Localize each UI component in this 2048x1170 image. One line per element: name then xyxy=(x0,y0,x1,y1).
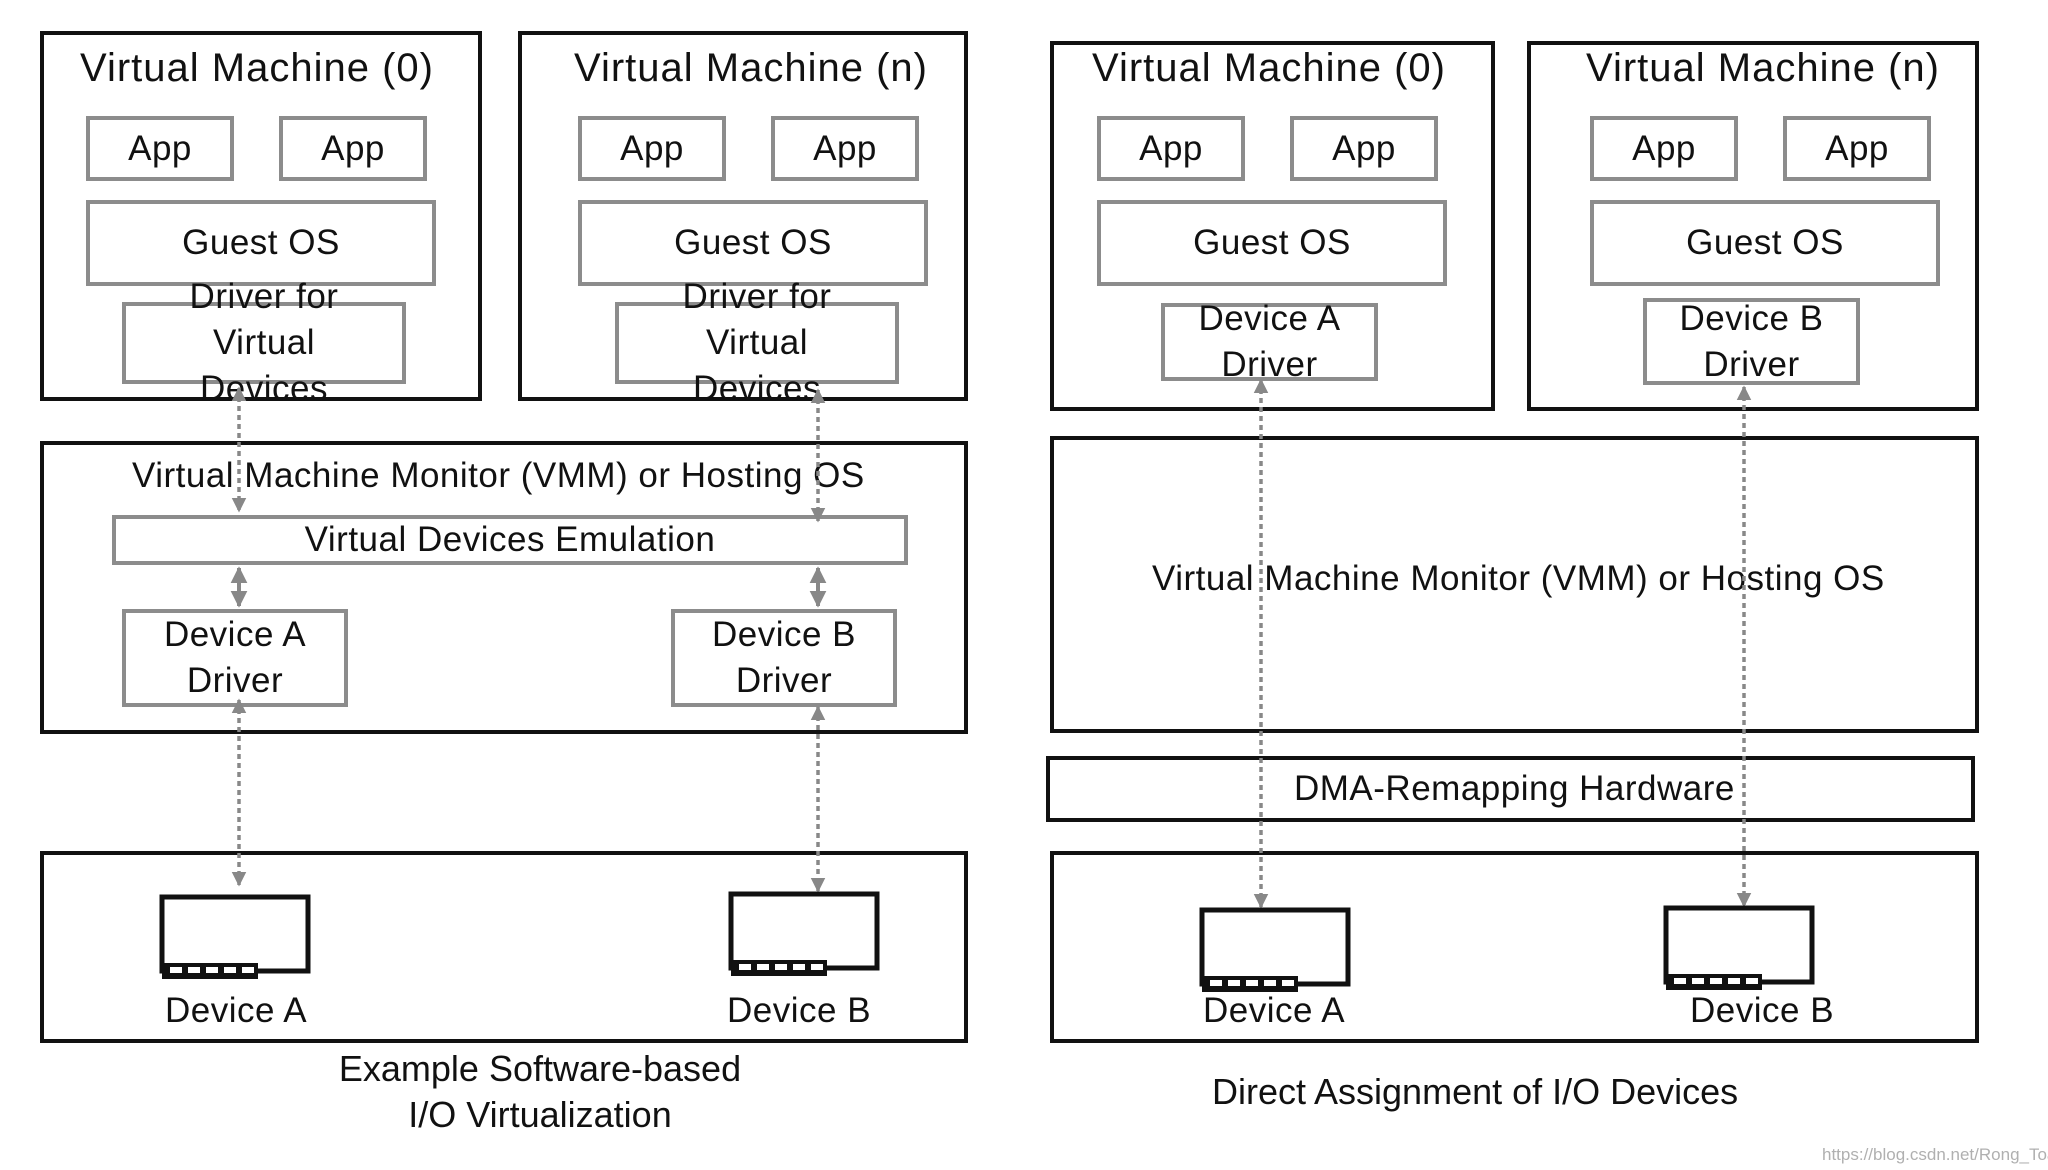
right-device-a-label: Device A xyxy=(1203,991,1346,1030)
left-emulation-box: Virtual Devices Emulation xyxy=(112,515,908,565)
left-device-b-driver: Device B Driver xyxy=(671,609,897,707)
right-vmn-app1: App xyxy=(1590,116,1738,181)
right-dma-label: DMA-Remapping Hardware xyxy=(1294,769,1735,808)
right-vmm-box xyxy=(1050,436,1979,733)
left-vm0-driver: Driver for Virtual Devices xyxy=(122,277,406,408)
left-vm0-app2: App xyxy=(279,116,427,181)
left-vmn-title: Virtual Machine (n) xyxy=(574,46,928,90)
left-vmn-app2: App xyxy=(771,116,919,181)
right-vmn-title: Virtual Machine (n) xyxy=(1586,46,1940,90)
left-vmm-title: Virtual Machine Monitor (VMM) or Hosting… xyxy=(132,456,865,495)
left-device-a-driver: Device A Driver xyxy=(122,609,348,707)
right-device-a-icon xyxy=(1202,910,1348,992)
right-vmn-guest-os: Guest OS xyxy=(1590,200,1940,286)
left-vmn-guest-os: Guest OS xyxy=(578,200,928,286)
right-caption: Direct Assignment of I/O Devices xyxy=(1212,1071,1739,1112)
right-vm0-app1: App xyxy=(1097,116,1245,181)
left-vmn-app1: App xyxy=(578,116,726,181)
left-vm0-app1: App xyxy=(86,116,234,181)
left-vm0-guest-os: Guest OS xyxy=(86,200,436,286)
left-device-b-label: Device B xyxy=(727,991,872,1030)
right-vm0-guest-os: Guest OS xyxy=(1097,200,1447,286)
right-vmm-title: Virtual Machine Monitor (VMM) or Hosting… xyxy=(1152,559,1885,598)
watermark: https://blog.csdn.net/Rong_Toa xyxy=(1822,1145,2048,1164)
right-vmn-app2: App xyxy=(1783,116,1931,181)
left-device-a-icon xyxy=(162,897,308,979)
left-vm0-title: Virtual Machine (0) xyxy=(80,46,434,90)
right-vm0-driver: Device A Driver xyxy=(1161,299,1378,384)
left-caption: Example Software-based I/O Virtualizatio… xyxy=(338,1048,742,1135)
left-device-a-label: Device A xyxy=(165,991,308,1030)
right-device-b-label: Device B xyxy=(1690,991,1835,1030)
right-vm0-title: Virtual Machine (0) xyxy=(1092,46,1446,90)
right-vmn-driver: Device B Driver xyxy=(1643,298,1860,385)
right-dma-box xyxy=(1046,756,1975,822)
left-device-b-icon xyxy=(731,894,877,976)
right-vm0-app2: App xyxy=(1290,116,1438,181)
left-vmn-driver: Driver for Virtual Devices xyxy=(615,277,899,408)
right-device-b-icon xyxy=(1666,908,1812,990)
